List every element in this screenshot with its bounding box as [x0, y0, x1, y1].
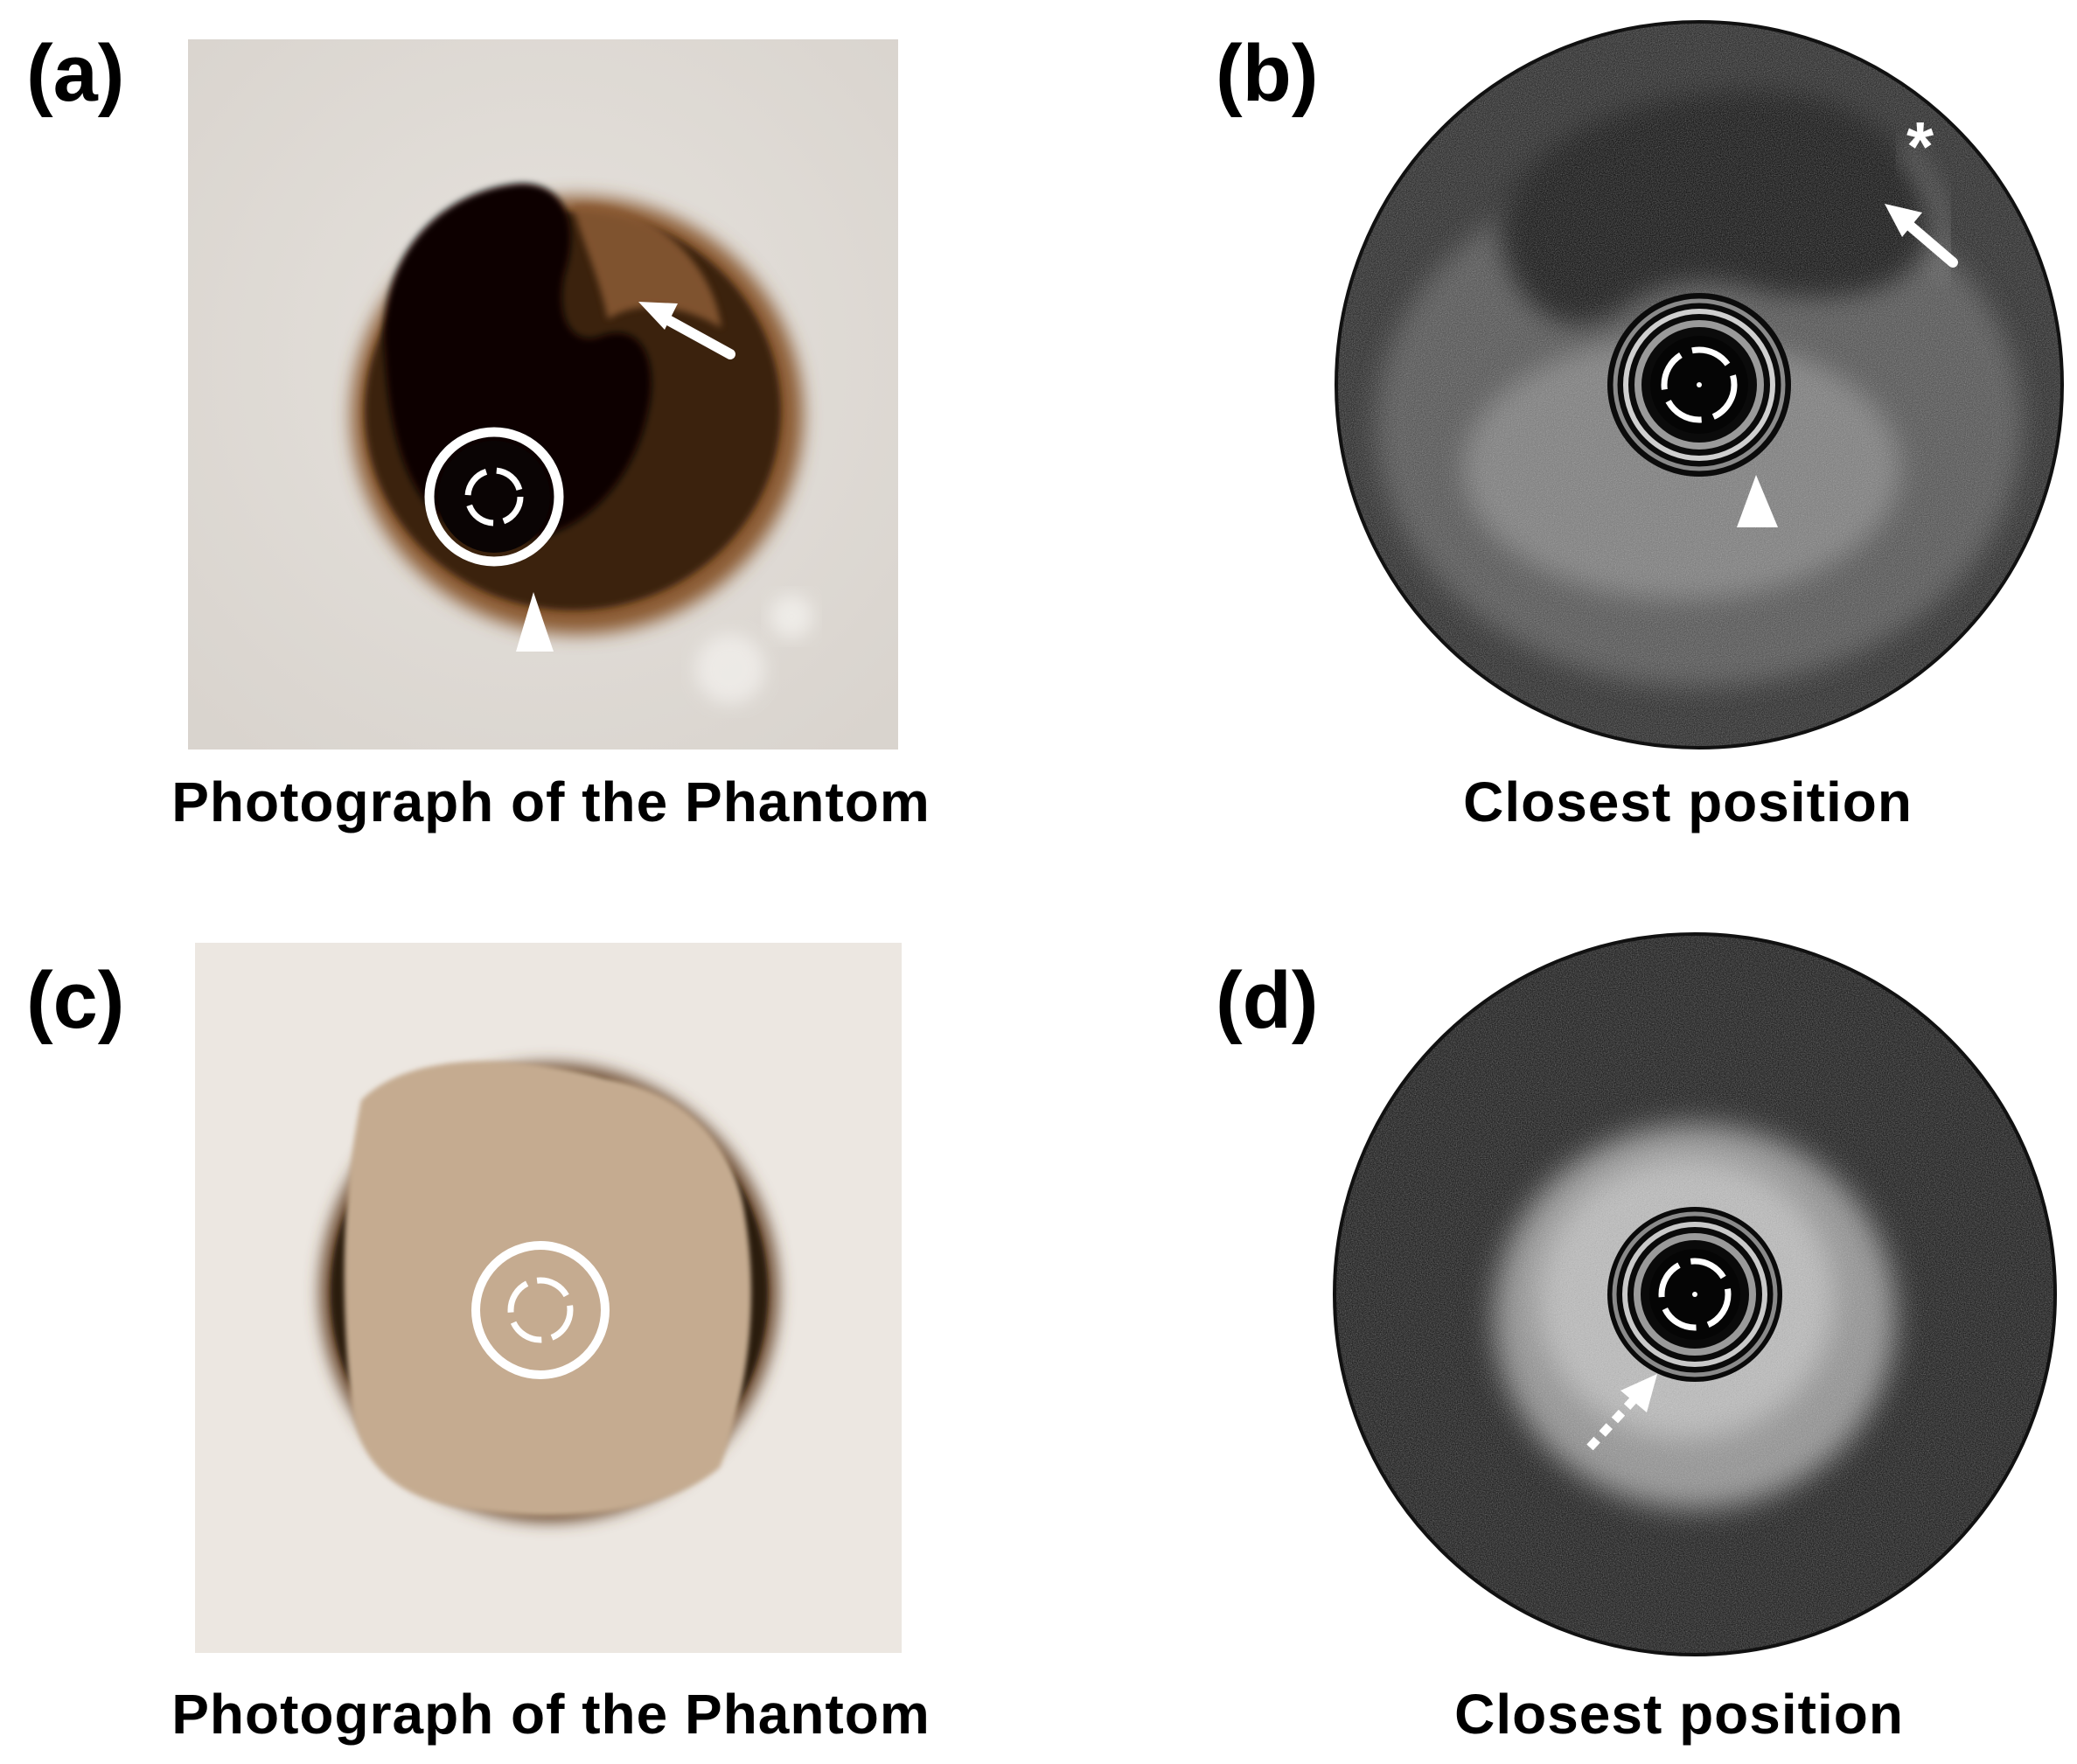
asterisk-annotation: * — [1906, 108, 1935, 185]
phantom-photo-c — [195, 943, 902, 1653]
ivus-image-d — [1333, 932, 2057, 1656]
ivus-image-b — [1335, 20, 2064, 750]
panel-label-b: (b) — [1216, 29, 1319, 118]
caption-a: Photograph of the Phantom — [171, 770, 930, 833]
panel-label-c: (c) — [26, 956, 125, 1045]
phantom-photo-a — [188, 39, 898, 750]
panel-label-d: (d) — [1216, 956, 1319, 1045]
caption-d: Closest position — [1454, 1683, 1904, 1746]
panel-label-a: (a) — [26, 29, 125, 118]
caption-c: Photograph of the Phantom — [171, 1683, 930, 1746]
caption-b: Closest position — [1463, 770, 1913, 833]
